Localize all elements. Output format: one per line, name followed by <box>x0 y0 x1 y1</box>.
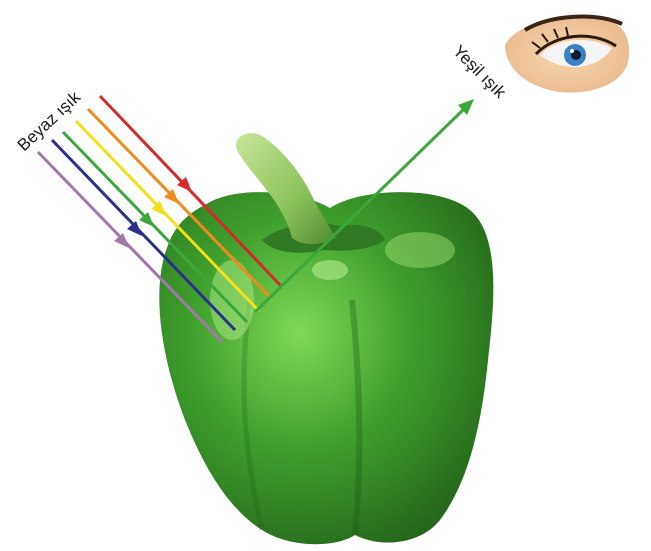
pepper-highlight <box>312 260 348 280</box>
pepper-highlight <box>385 232 455 268</box>
green-bell-pepper <box>159 133 493 544</box>
green-light-label: Yeşil ışık <box>449 41 510 102</box>
eye-icon <box>505 17 629 93</box>
arrow-blue <box>127 221 142 236</box>
arrow-violet <box>114 233 129 248</box>
eye-glint <box>570 49 574 53</box>
